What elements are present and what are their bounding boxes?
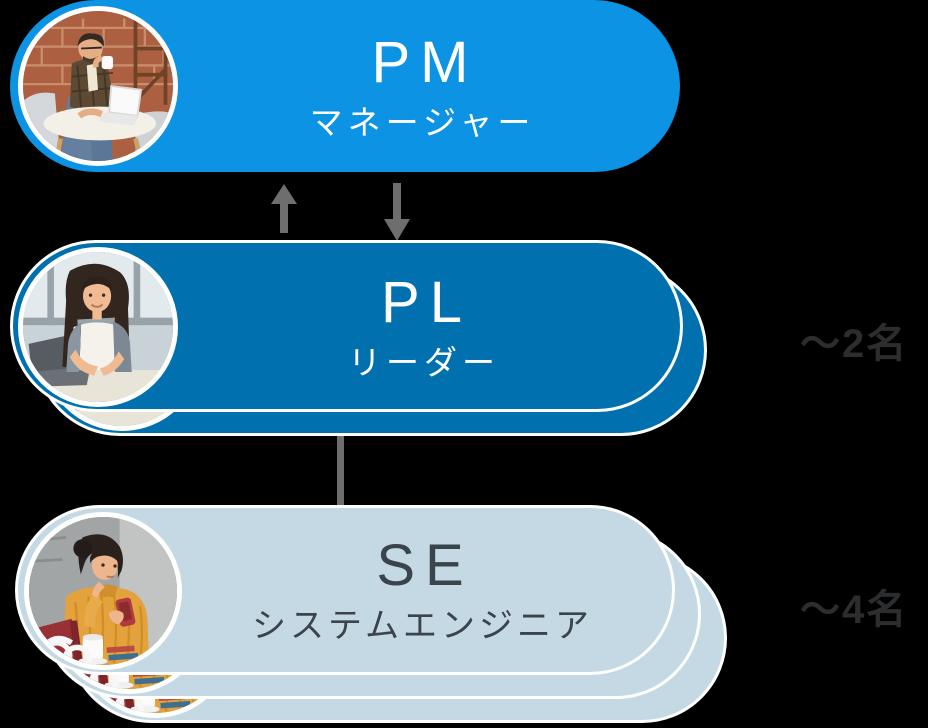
- se-code: SE: [376, 533, 474, 598]
- pm-avatar-photo: [18, 6, 178, 166]
- se-avatar-photo: [24, 512, 182, 670]
- pl-card-text: PL リーダー: [191, 243, 652, 409]
- pm-card: PM マネージャー: [10, 0, 680, 172]
- pl-avatar-photo: [18, 247, 178, 407]
- pl-card: PL リーダー: [10, 240, 683, 412]
- pl-title: リーダー: [348, 343, 500, 381]
- pm-title: マネージャー: [309, 103, 536, 141]
- se-title: システムエンジニア: [252, 607, 593, 645]
- vertical-line-connector: [337, 436, 344, 506]
- se-card-text: SE システムエンジニア: [196, 508, 644, 672]
- arrow-up-icon: [271, 184, 297, 233]
- arrow-down-icon: [384, 183, 410, 241]
- se-card: SE システムエンジニア: [15, 505, 675, 675]
- pl-code: PL: [381, 269, 472, 335]
- pm-card-text: PM マネージャー: [188, 0, 652, 172]
- se-member-count: 〜4名: [800, 588, 909, 632]
- pm-code: PM: [371, 29, 479, 95]
- pl-member-count: 〜2名: [800, 322, 909, 366]
